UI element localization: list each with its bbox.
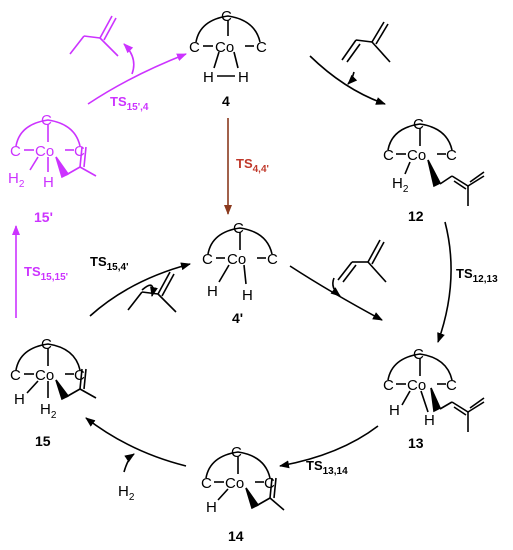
atom-co: Co — [407, 147, 426, 164]
atom-c: C — [10, 143, 21, 160]
atom-c: C — [41, 112, 52, 129]
atom-h: H — [203, 69, 214, 86]
complex-15p-atoms: C C Co C H2 H — [8, 112, 85, 191]
atom-h: H — [206, 499, 217, 516]
complex-13 — [387, 353, 485, 432]
label-14: 14 — [228, 528, 244, 544]
arrow-product-out-top — [123, 43, 135, 75]
label-13: 13 — [408, 435, 424, 451]
atom-c: C — [201, 475, 212, 492]
arrow-4-to-12 — [309, 55, 386, 105]
atom-c: C — [256, 39, 267, 56]
complex-13-atoms: C C Co C H H — [383, 346, 457, 429]
atom-c: C — [413, 346, 424, 363]
atom-h2: H2 — [40, 401, 57, 421]
isoprene-center-right — [337, 239, 387, 283]
atom-co: Co — [227, 251, 246, 268]
arrow-product-out-left — [141, 284, 158, 297]
complex-15 — [15, 343, 97, 401]
atom-co: Co — [35, 367, 54, 384]
atom-c: C — [267, 251, 278, 268]
atom-co: Co — [407, 377, 426, 394]
ts-label-15-15p: TS15,15' — [24, 264, 68, 283]
atom-c: C — [74, 143, 85, 160]
atom-c: C — [74, 367, 85, 384]
label-4: 4 — [222, 93, 230, 109]
complex-14-atoms: C C Co C H — [201, 444, 275, 516]
complex-4p-atoms: C C Co C H H — [202, 220, 278, 304]
ts-label-13-14: TS13,14 — [306, 458, 348, 477]
atom-h: H — [424, 412, 435, 429]
atom-c: C — [383, 377, 394, 394]
atom-c: C — [413, 116, 424, 133]
atom-c: C — [221, 8, 232, 25]
atom-c: C — [233, 220, 244, 237]
arrow-15-to-4p — [89, 262, 191, 317]
atom-c: C — [446, 377, 457, 394]
atom-h2: H2 — [392, 175, 409, 195]
atom-c: C — [264, 475, 275, 492]
ts-label-4-4p: TS4,4' — [236, 156, 269, 175]
atom-c: C — [231, 444, 242, 461]
atom-h: H — [14, 391, 25, 408]
atom-h: H — [242, 287, 253, 304]
complex-4 — [195, 15, 261, 77]
ts-label-15-4p: TS15,4' — [90, 254, 128, 273]
arrow-13-to-14 — [279, 425, 379, 469]
arrow-12-to-13 — [437, 221, 452, 343]
arrow-isoprene-in-top — [347, 71, 358, 85]
label-4p: 4' — [232, 310, 243, 326]
label-15: 15 — [35, 433, 51, 449]
atom-co: Co — [225, 475, 244, 492]
complex-12 — [387, 123, 485, 206]
complex-4-atoms: C C Co C H H — [189, 8, 267, 86]
complex-4p — [207, 227, 273, 285]
atom-co: Co — [215, 39, 234, 56]
label-12: 12 — [408, 208, 424, 224]
arrow-h2-in — [123, 453, 135, 473]
complex-15p — [15, 119, 97, 179]
methylbutene-left — [127, 271, 177, 313]
atom-c: C — [189, 39, 200, 56]
complex-15-atoms: C C Co C H H2 — [10, 336, 85, 421]
atom-h: H — [238, 69, 249, 86]
arrow-14-to-15 — [85, 417, 187, 467]
ts-label-15p-4: TS15',4 — [110, 94, 149, 113]
complex-14 — [205, 451, 285, 511]
arrow-15p-to-4 — [87, 53, 187, 105]
atom-h: H — [43, 174, 54, 191]
label-15p: 15' — [34, 209, 53, 225]
arrow-isoprene-in-center — [330, 277, 341, 297]
atom-c: C — [383, 147, 394, 164]
atom-c: C — [10, 367, 21, 384]
atom-h2: H2 — [8, 170, 25, 190]
atom-c: C — [446, 147, 457, 164]
atom-c: C — [202, 251, 213, 268]
atom-co: Co — [35, 143, 54, 160]
complex-12-atoms: C C Co C H2 — [383, 116, 457, 195]
atom-h: H — [389, 402, 400, 419]
reagent-h2: H2 — [118, 483, 135, 503]
atom-h: H — [207, 283, 218, 300]
atom-c: C — [41, 336, 52, 353]
isoprene-top-right — [341, 21, 391, 63]
methylbutene-top-left — [69, 15, 119, 57]
ts-label-12-13: TS12,13 — [456, 266, 498, 285]
